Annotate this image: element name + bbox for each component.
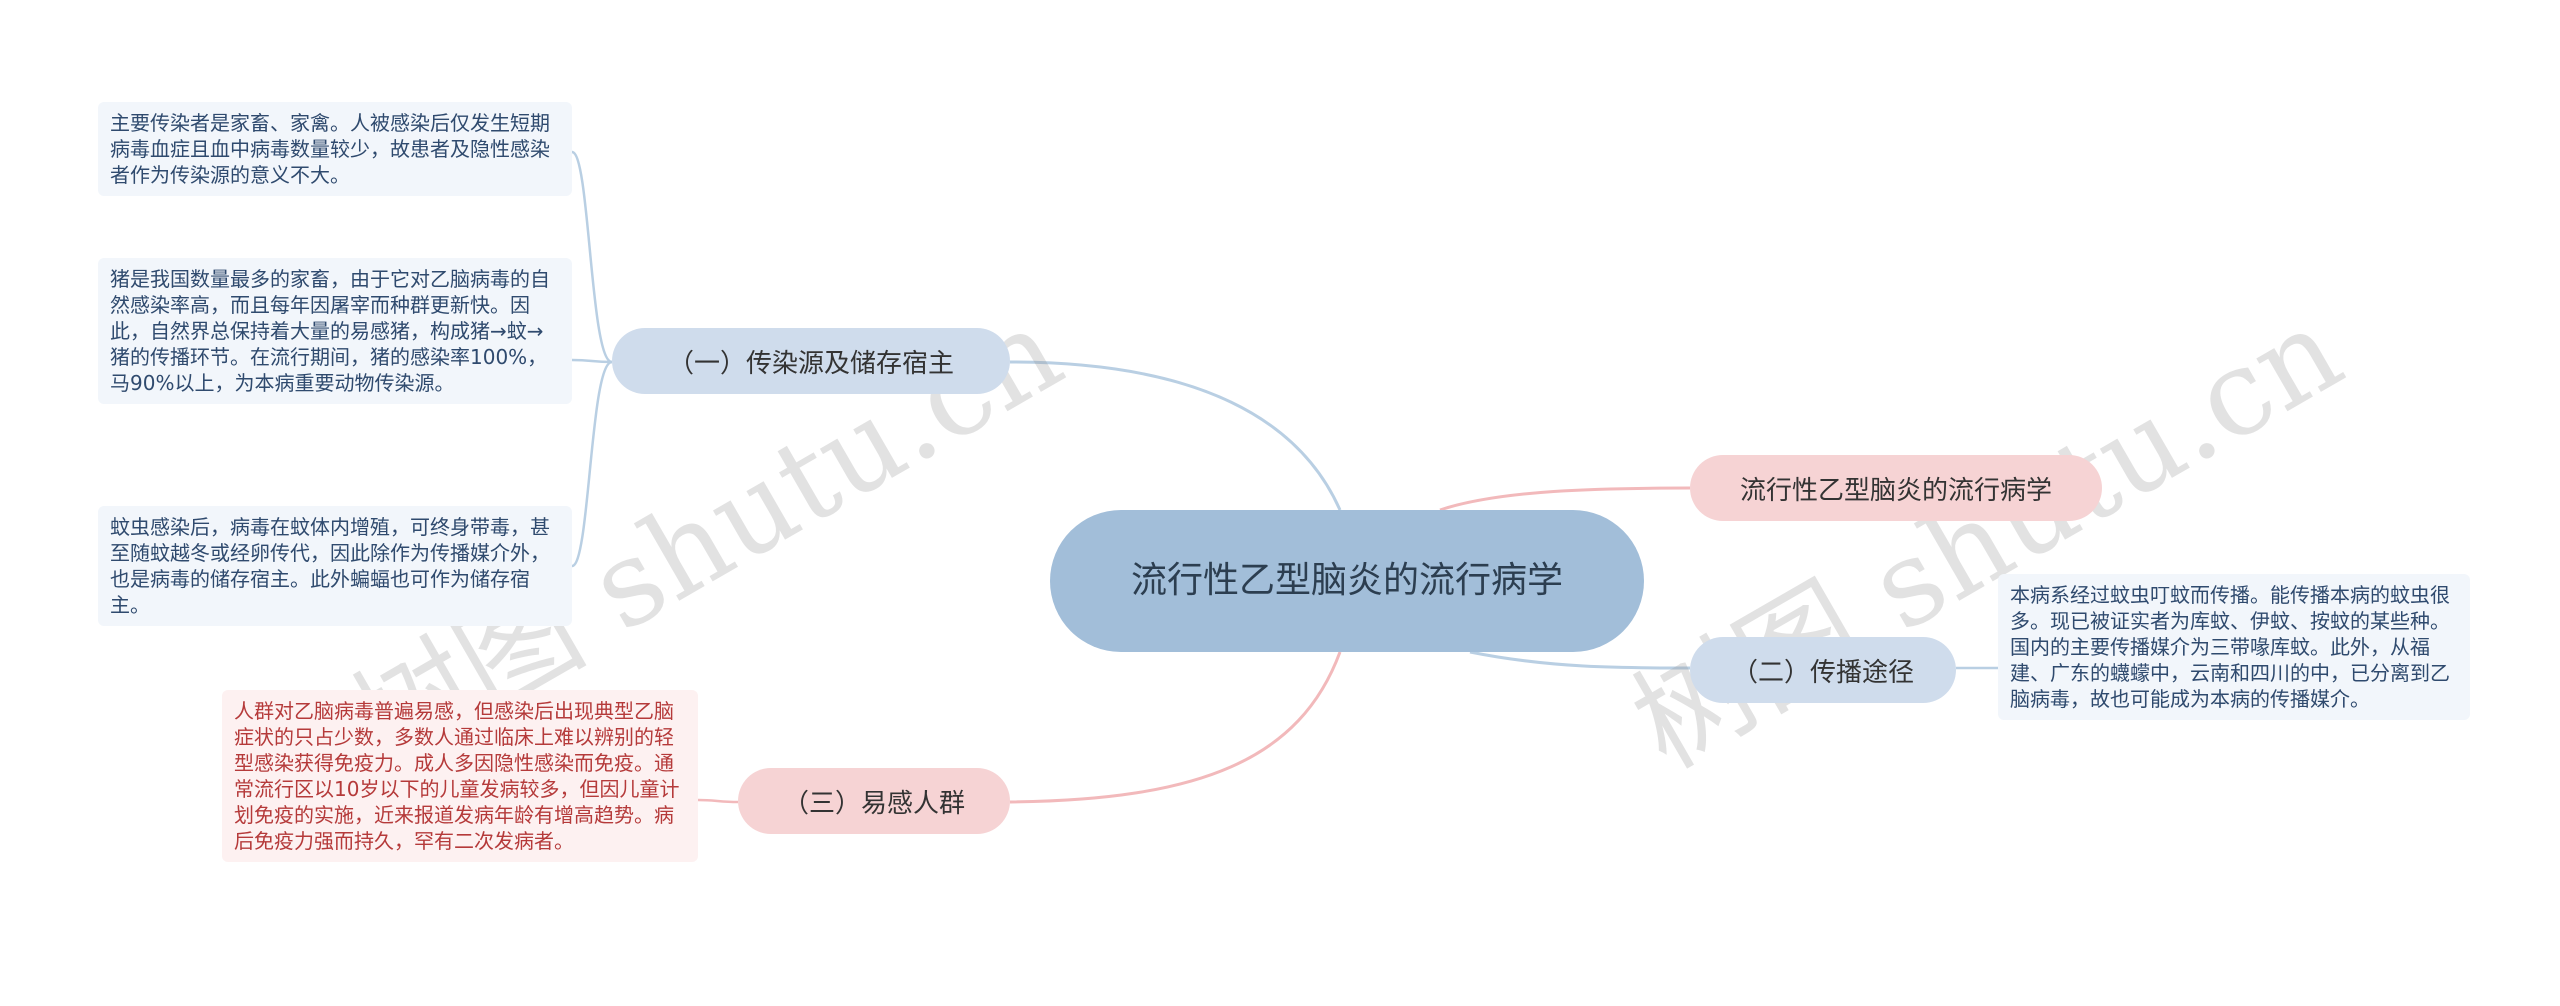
- root-topic[interactable]: 流行性乙型脑炎的流行病学: [1050, 510, 1644, 652]
- branch-route-label: （二）传播途径: [1731, 657, 1914, 688]
- leaf-susceptible-1[interactable]: 人群对乙脑病毒普遍易感，但感染后出现典型乙脑症状的只占少数，多数人通过临床上难以…: [222, 690, 698, 862]
- leaf-route-1[interactable]: 本病系经过蚊虫叮蚊而传播。能传播本病的蚊虫很多。现已被证实者为库蚊、伊蚊、按蚊的…: [1998, 574, 2470, 720]
- leaf-source-1-text: 主要传染者是家畜、家禽。人被感染后仅发生短期病毒血症且血中病毒数量较少，故患者及…: [110, 111, 550, 187]
- branch-susceptible[interactable]: （三）易感人群: [738, 768, 1010, 834]
- link-root-source: [1009, 360, 1342, 511]
- leaf-source-2[interactable]: 猪是我国数量最多的家畜，由于它对乙脑病毒的自然感染率高，而且每年因屠宰而种群更新…: [98, 258, 572, 404]
- link-root-title: [1439, 486, 1691, 512]
- leaf-source-1[interactable]: 主要传染者是家畜、家禽。人被感染后仅发生短期病毒血症且血中病毒数量较少，故患者及…: [98, 102, 572, 196]
- branch-source-label: （一）传染源及储存宿主: [667, 348, 954, 379]
- leaf-susceptible-1-text: 人群对乙脑病毒普遍易感，但感染后出现典型乙脑症状的只占少数，多数人通过临床上难以…: [234, 699, 680, 853]
- link-root-susceptible: [1009, 651, 1342, 804]
- leaf-source-3[interactable]: 蚊虫感染后，病毒在蚊体内增殖，可终身带毒，甚至随蚊越冬或经卵传代，因此除作为传播…: [98, 506, 572, 626]
- link-root-route: [1469, 650, 1691, 670]
- branch-title-node-label: 流行性乙型脑炎的流行病学: [1739, 475, 2052, 506]
- link-susceptible-leaf: [697, 798, 739, 804]
- branch-source[interactable]: （一）传染源及储存宿主: [612, 328, 1010, 394]
- leaf-source-2-text: 猪是我国数量最多的家畜，由于它对乙脑病毒的自然感染率高，而且每年因屠宰而种群更新…: [110, 267, 550, 395]
- branch-susceptible-label: （三）易感人群: [782, 788, 965, 819]
- branch-title-node[interactable]: 流行性乙型脑炎的流行病学: [1690, 455, 2102, 521]
- link-source-leaf3: [571, 360, 613, 568]
- link-source-leaf2: [571, 358, 613, 364]
- leaf-route-1-text: 本病系经过蚊虫叮蚊而传播。能传播本病的蚊虫很多。现已被证实者为库蚊、伊蚊、按蚊的…: [2010, 583, 2450, 711]
- link-source-leaf1: [571, 150, 613, 364]
- leaf-source-3-text: 蚊虫感染后，病毒在蚊体内增殖，可终身带毒，甚至随蚊越冬或经卵传代，因此除作为传播…: [110, 515, 550, 617]
- root-topic-label: 流行性乙型脑炎的流行病学: [1130, 560, 1563, 601]
- branch-route[interactable]: （二）传播途径: [1690, 637, 1956, 703]
